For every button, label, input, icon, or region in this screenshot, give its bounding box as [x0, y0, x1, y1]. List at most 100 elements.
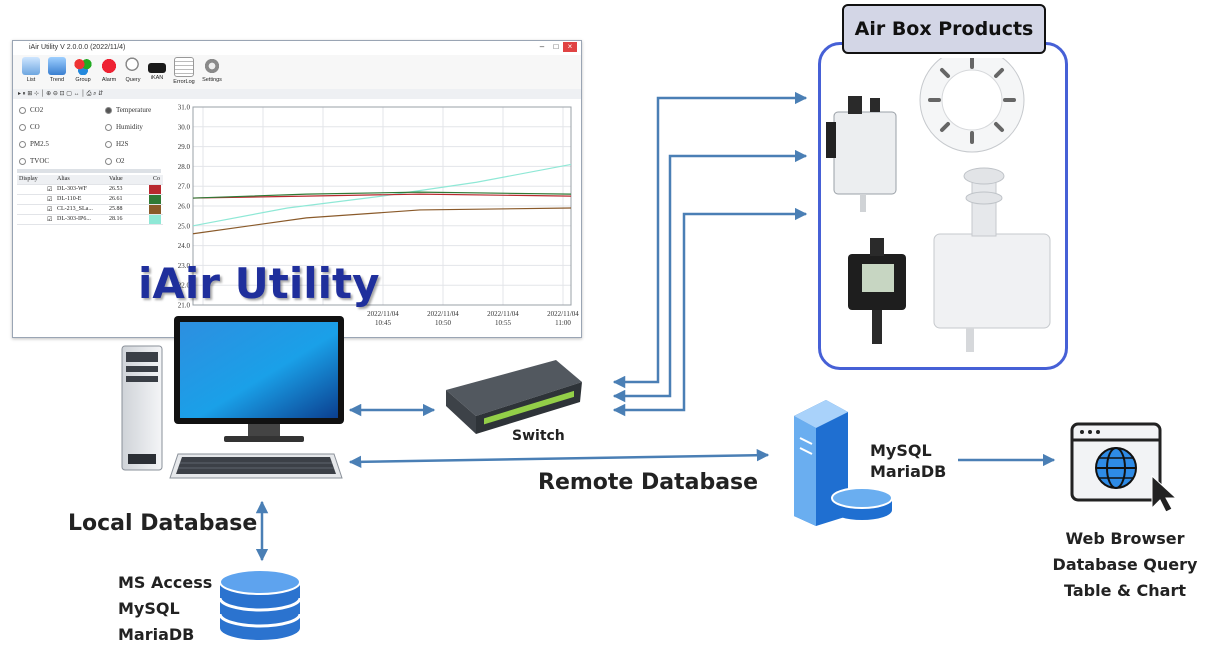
x-tick-label: 2022/11/04: [547, 310, 579, 318]
param-label: Humidity: [116, 123, 143, 131]
magnifier-icon: [124, 57, 142, 75]
air-box-devices: [826, 58, 1051, 352]
y-tick-label: 23.0: [178, 262, 191, 270]
ribbon-ikan-button[interactable]: iKAN: [145, 57, 169, 87]
ribbon-group-button[interactable]: Group: [71, 57, 95, 87]
param-radio[interactable]: Temperature: [105, 106, 151, 114]
db-engine-label: MS Access: [118, 573, 213, 592]
cursor-icon: [1151, 474, 1178, 513]
table-row[interactable]: ☑ DL-303-IP6... 28.16: [17, 215, 163, 225]
param-label: CO: [30, 123, 40, 131]
ribbon-alarm-button[interactable]: Alarm: [97, 57, 121, 87]
y-tick-label: 21.0: [178, 302, 191, 310]
ribbon-label: Query: [125, 77, 141, 83]
param-radio[interactable]: CO2: [19, 106, 43, 114]
ikan-icon: [148, 63, 166, 73]
color-swatch: [149, 195, 161, 204]
alias-cell: CL-213_SLa...: [57, 206, 93, 212]
web-browser-caption: Web Browser Database Query Table & Chart: [1040, 526, 1210, 604]
web-caption-line: Table & Chart: [1064, 581, 1186, 600]
x-tick-label: 2022/11/04: [367, 310, 399, 318]
grid-header-cell: Value: [109, 176, 123, 182]
grid-header-cell: Co: [153, 176, 161, 182]
left-panel: CO2 CO PM2.5 TVOC Temperature Humidity H…: [13, 99, 166, 337]
horizontal-scrollbar[interactable]: [17, 169, 161, 173]
trend-line: [192, 191, 572, 199]
switch-airbox-arrow-3: [612, 207, 808, 417]
alias-cell: DL-303-IP6...: [57, 216, 91, 222]
db-engine-label: MySQL: [870, 441, 932, 460]
value-cell: 26.53: [109, 186, 123, 192]
database-server-icon: [794, 400, 893, 526]
local-database-icon: [218, 569, 302, 640]
ribbon-list-button[interactable]: List: [19, 57, 43, 87]
switch-airbox-arrow-2: [612, 149, 808, 403]
switch-airbox-arrow-1: [612, 91, 808, 389]
x-tick-label: 11:00: [555, 319, 571, 327]
param-label: O2: [116, 157, 125, 165]
gear-icon: [203, 57, 221, 75]
table-row[interactable]: ☑ DL-303-WF 26.53: [17, 185, 163, 195]
window-title: iAir Utility V 2.0.0.0 (2022/11/4): [29, 44, 126, 51]
x-tick-label: 2022/11/04: [487, 310, 519, 318]
color-swatch: [149, 185, 161, 194]
color-swatch: [149, 205, 161, 214]
window-titlebar: iAir Utility V 2.0.0.0 (2022/11/4) – □ ×: [13, 41, 581, 55]
param-radio[interactable]: TVOC: [19, 157, 49, 165]
local-db-engines: MS Access MySQL MariaDB: [118, 570, 212, 648]
trend-line: [192, 193, 572, 199]
air-box-title: Air Box Products: [842, 4, 1046, 54]
y-tick-label: 31.0: [178, 104, 191, 112]
display-checkbox[interactable]: ☑: [47, 187, 53, 193]
minimize-icon[interactable]: –: [539, 42, 545, 51]
ribbon-label: Trend: [49, 77, 65, 83]
param-radio[interactable]: Humidity: [105, 123, 143, 131]
display-checkbox[interactable]: ☑: [47, 207, 53, 213]
ribbon-trend-button[interactable]: Trend: [45, 57, 69, 87]
x-tick-label: 10:55: [495, 319, 511, 327]
remote-db-engines: MySQL MariaDB: [870, 440, 946, 482]
ribbon-label: ErrorLog: [173, 79, 195, 85]
ceiling-sensor-icon: [919, 58, 1025, 153]
ribbon-label: iKAN: [150, 75, 164, 81]
y-tick-label: 22.0: [178, 282, 191, 290]
trend-line: [192, 163, 572, 227]
ribbon-errorlog-button[interactable]: ErrorLog: [171, 57, 197, 87]
ribbon-query-button[interactable]: Query: [121, 57, 145, 87]
value-cell: 28.16: [109, 216, 123, 222]
monitor-icon: [174, 316, 344, 442]
pc-illustration: [121, 316, 344, 479]
keyboard-icon: [169, 453, 343, 479]
param-radio[interactable]: O2: [105, 157, 125, 165]
display-checkbox[interactable]: ☑: [47, 197, 53, 203]
wall-mount-sensor-icon: [826, 96, 897, 212]
maximize-icon[interactable]: □: [553, 42, 559, 51]
close-icon[interactable]: ×: [563, 42, 577, 52]
param-label: H2S: [116, 140, 129, 148]
ribbon-settings-button[interactable]: Settings: [199, 57, 225, 87]
display-checkbox[interactable]: ☑: [47, 217, 53, 223]
local-db-label: Local Database: [68, 511, 258, 536]
remote-db-label: Remote Database: [538, 470, 759, 495]
plot-frame: [192, 106, 572, 306]
pc-tower-icon: [121, 345, 163, 471]
param-radio[interactable]: H2S: [105, 140, 128, 148]
x-tick-label: 10:45: [375, 319, 391, 327]
x-tick-label: 10:50: [435, 319, 451, 327]
trend-chart-svg: 31.030.029.028.027.026.025.024.023.022.0…: [178, 104, 580, 328]
switch-label: Switch: [512, 428, 565, 444]
value-cell: 26.61: [109, 196, 123, 202]
param-radio[interactable]: PM2.5: [19, 140, 49, 148]
y-tick-label: 29.0: [178, 143, 191, 151]
param-radio[interactable]: CO: [19, 123, 40, 131]
ribbon-label: Group: [75, 77, 91, 83]
param-label: CO2: [30, 106, 44, 114]
table-row[interactable]: ☑CL-213_SLa...25.88: [17, 205, 163, 215]
trend-line: [192, 207, 572, 235]
alias-cell: DL-303-WF: [57, 186, 87, 192]
alarm-icon: [100, 57, 118, 75]
playback-controls-icon[interactable]: ▸ ⏸ ⊞ ⊹ │ ⊕ ⊖ ⊡ ▢ ↔ │ ⎙ ⌕ ⇵: [18, 91, 104, 97]
